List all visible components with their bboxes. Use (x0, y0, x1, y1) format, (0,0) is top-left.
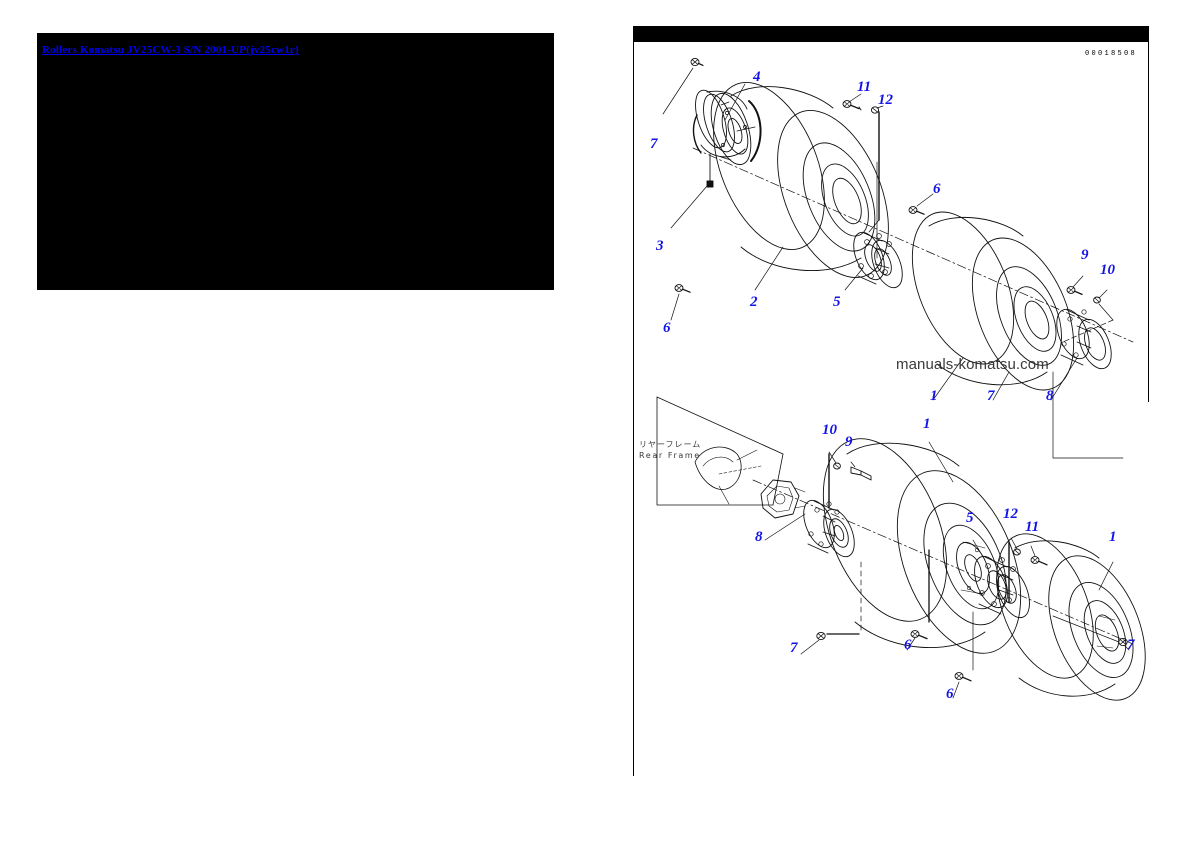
callout-1-upper[interactable]: 1 (930, 388, 938, 404)
parts-diagram-panel: 00018508 (633, 26, 1149, 776)
catalog-title-link[interactable]: Rollers Komatsu JV25CW-3 S/N 2001-UP(jv2… (42, 44, 299, 56)
callout-6-upper-left[interactable]: 6 (663, 320, 671, 336)
callout-8-lower[interactable]: 8 (755, 529, 763, 545)
site-watermark: manuals-komatsu.com (896, 356, 1049, 373)
callout-7-lower-right[interactable]: 7 (1127, 637, 1135, 653)
callout-10-upper[interactable]: 10 (1100, 262, 1115, 278)
diagram-figure-code: 00018508 (1085, 50, 1138, 58)
diagram-right-border (1148, 42, 1149, 402)
callout-2[interactable]: 2 (750, 294, 758, 310)
callout-3[interactable]: 3 (656, 238, 664, 254)
callout-9-lower[interactable]: 9 (845, 434, 853, 450)
callout-11-top[interactable]: 11 (857, 79, 872, 95)
callout-12-top[interactable]: 12 (878, 92, 893, 108)
callout-4-top[interactable]: 4 (753, 69, 761, 85)
callout-1-lower-left[interactable]: 1 (923, 416, 931, 432)
callout-7-lower-left[interactable]: 7 (790, 640, 798, 656)
callout-7-upper-left[interactable]: 7 (650, 136, 658, 152)
exploded-view-drawing (656, 57, 1146, 701)
callout-5-upper[interactable]: 5 (833, 294, 841, 310)
preview-panel: Rollers Komatsu JV25CW-3 S/N 2001-UP(jv2… (37, 33, 554, 290)
rear-frame-label: リヤーフレーム Rear Frame (639, 439, 701, 461)
rear-frame-label-jp: リヤーフレーム (639, 440, 702, 449)
callout-8-upper[interactable]: 8 (1046, 388, 1054, 404)
callout-6-lower-middle[interactable]: 6 (904, 637, 912, 653)
callout-1-lower-right[interactable]: 1 (1109, 529, 1117, 545)
callout-5-lower[interactable]: 5 (966, 510, 974, 526)
callout-11-lower[interactable]: 11 (1025, 519, 1040, 535)
rear-frame-label-en: Rear Frame (639, 451, 701, 460)
callout-6-lowest[interactable]: 6 (946, 686, 954, 702)
callout-7-upper-right[interactable]: 7 (987, 388, 995, 404)
callout-12-lower[interactable]: 12 (1003, 506, 1018, 522)
callout-9-upper[interactable]: 9 (1081, 247, 1089, 263)
callout-6-upper-right[interactable]: 6 (933, 181, 941, 197)
diagram-header-bar (633, 26, 1149, 42)
diagram-left-border (633, 42, 634, 776)
callout-10-lower[interactable]: 10 (822, 422, 837, 438)
